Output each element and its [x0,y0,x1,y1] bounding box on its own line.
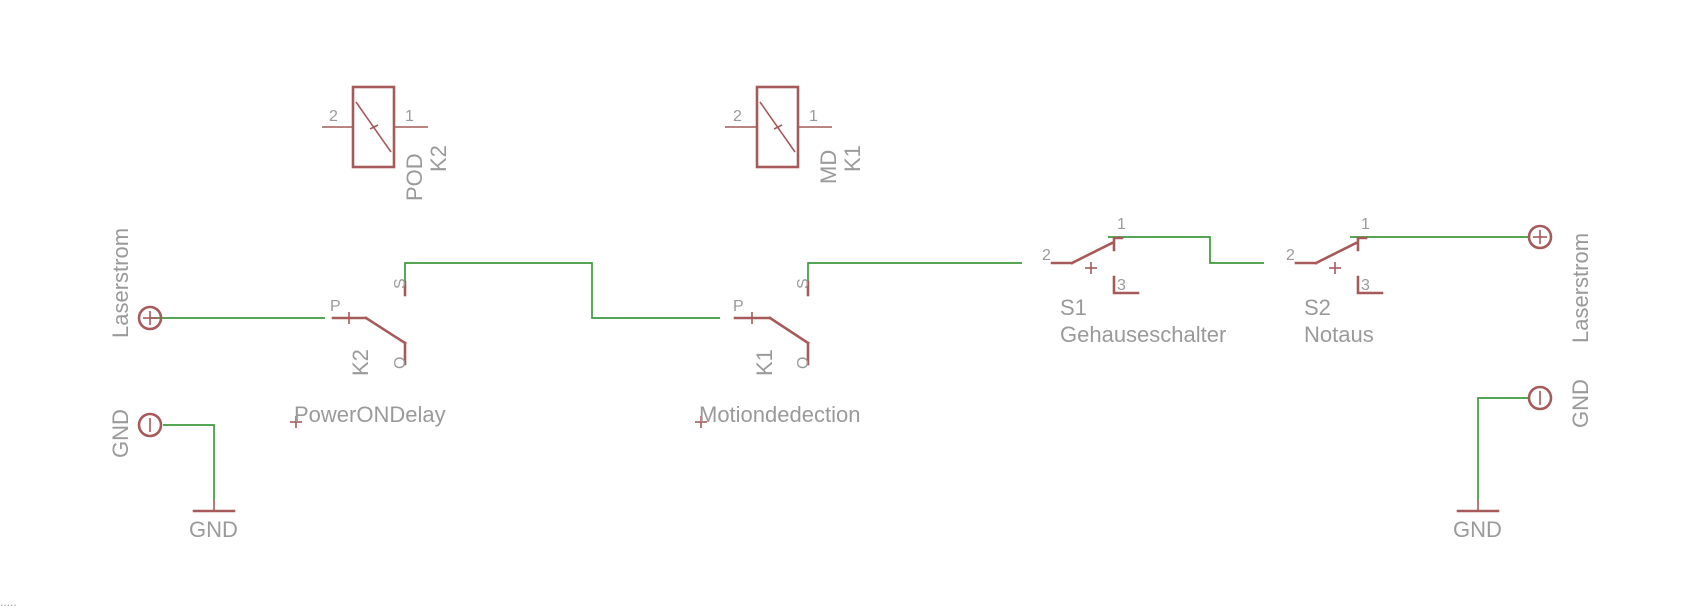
wire-k1-s-to-s1 [807,262,1022,290]
contact-pin-p: P [330,298,341,315]
switch-pin-1: 1 [1117,216,1126,233]
contact-lever [768,316,810,345]
coil-tick [773,124,783,130]
relay-coil-k1: 2 1 MD K1 [725,85,865,184]
contact-value-label: PowerONDelay [294,402,446,427]
switch-no-terminal [1356,236,1368,252]
wire-gnd-left [163,424,215,500]
switch-pin-1: 1 [1361,216,1370,233]
switch-nc-terminal [1112,275,1140,295]
ground-label: GND [1453,517,1502,542]
connector-laserstrom-right: Laserstrom [1527,224,1593,343]
switch-no-terminal [1112,236,1124,252]
coil-name-label: K1 [840,145,865,172]
connector-label: Laserstrom [1568,233,1593,343]
connector-label: GND [1568,379,1593,428]
relay-coil-k2: 2 1 POD K2 [322,85,451,201]
coil-value-label: POD [402,153,427,201]
contact-pin-o: O [795,357,812,369]
connector-label: GND [108,409,133,458]
coil-tick [369,124,379,130]
relay-contact-k1: P S O K1 Motiondedection [695,278,860,428]
coil-pin-2: 2 [329,108,338,125]
switch-value-label: Notaus [1304,322,1374,347]
ground-label: GND [189,517,238,542]
switch-value-label: Gehauseschalter [1060,322,1226,347]
connector-pad [137,412,163,438]
coil-pin-1: 1 [809,108,818,125]
corner-dots: ..... [0,595,17,609]
switch-pin-2: 2 [1286,247,1295,264]
contact-name-label: K2 [348,349,373,376]
connector-gnd-right: GND [1527,379,1593,428]
ground-symbol-left: GND [189,500,238,542]
contact-pin-p: P [733,298,744,315]
wire-gnd-right [1477,397,1528,500]
connector-pad [137,305,163,331]
switch-name-label: S2 [1304,295,1331,320]
connector-gnd-left: GND [108,409,163,458]
connector-pad [1527,224,1553,250]
switch-pin-2: 2 [1042,247,1051,264]
wire-k2-s-to-k1-p [404,262,720,319]
coil-value-label: MD [816,150,841,184]
contact-name-label: K1 [752,349,777,376]
contact-pin-s: S [392,278,409,289]
contact-lever [364,316,407,345]
coil-pin-2: 2 [733,108,742,125]
contact-pin-o: O [392,357,409,369]
switch-s2: 1 2 3 S2 Notaus [1286,216,1384,347]
switch-s1: 1 2 3 S1 Gehauseschalter [1042,216,1226,347]
wire-s1-to-s2 [1108,236,1264,264]
switch-nc-terminal [1356,275,1384,295]
switch-name-label: S1 [1060,295,1087,320]
switch-pin-3: 3 [1117,277,1126,294]
coil-pin-1: 1 [405,108,414,125]
connector-label: Laserstrom [108,228,133,338]
coil-name-label: K2 [426,145,451,172]
switch-lever [1070,241,1114,265]
ground-symbol-right: GND [1453,500,1502,542]
relay-contact-k2: P S O K2 PowerONDelay [290,278,446,428]
contact-pin-s: S [795,278,812,289]
connector-laserstrom-left: Laserstrom [108,228,163,338]
contact-value-label: Motiondedection [699,402,860,427]
switch-lever [1314,241,1358,265]
switch-pin-3: 3 [1361,277,1370,294]
connector-pad [1527,385,1553,411]
